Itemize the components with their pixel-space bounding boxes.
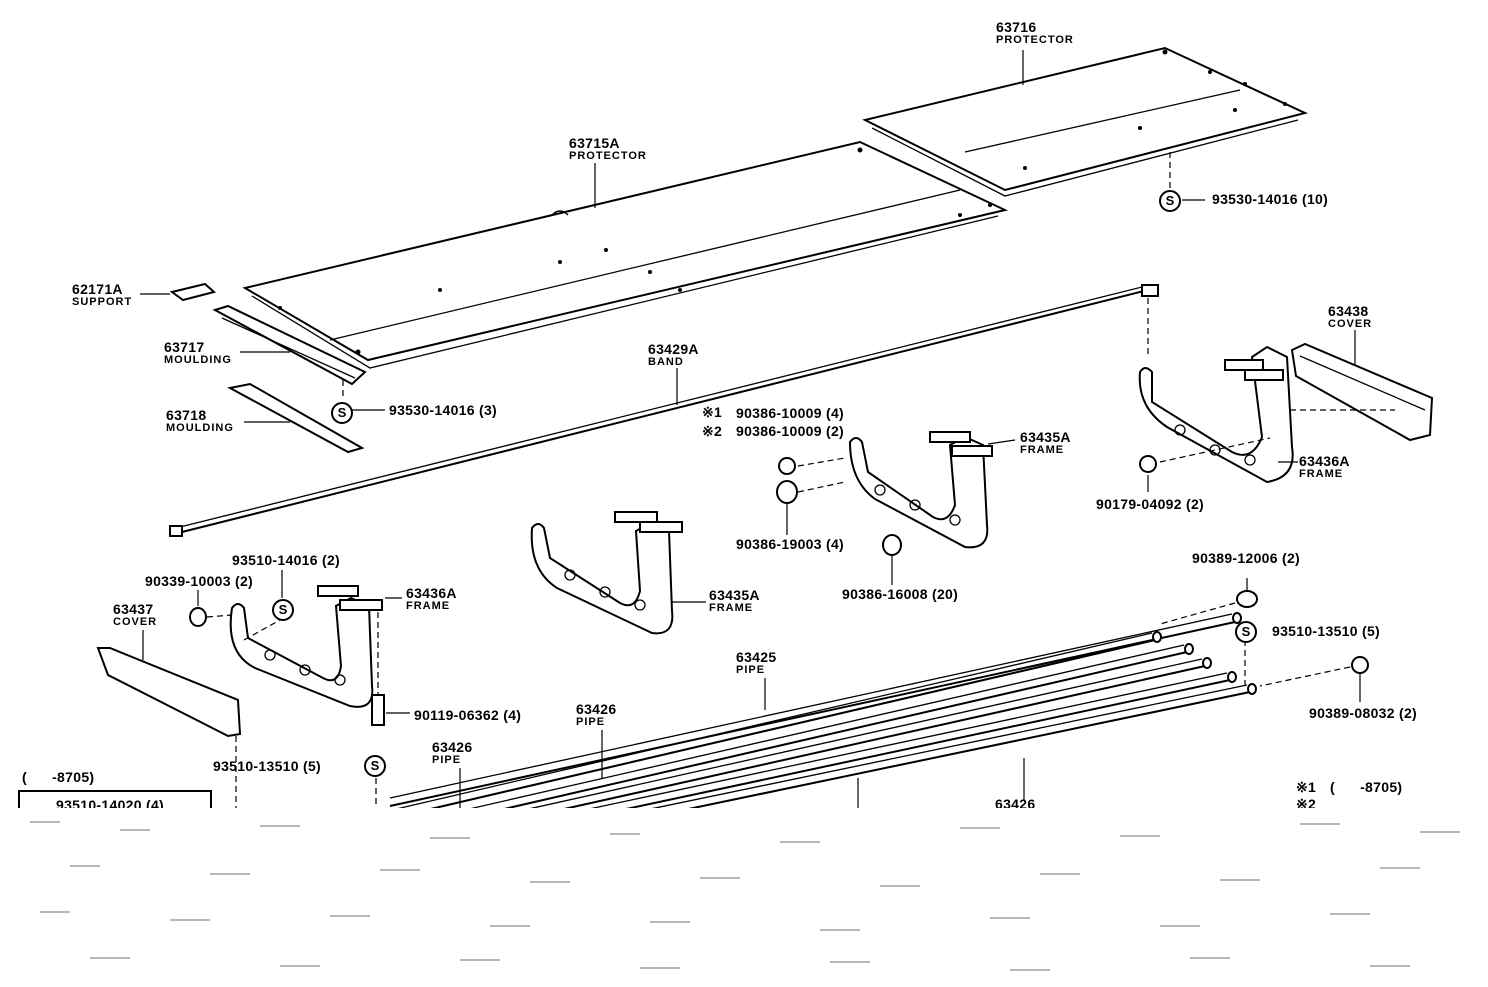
s-badge: S [272,599,294,621]
part-name: COVER [113,616,158,628]
footnote-range-1: ( -8705) [1330,779,1403,795]
fastener-90389-08032: 90389-08032 (2) [1309,705,1418,721]
part-name: PROTECTOR [569,150,647,162]
nut-90179-04092 [1139,455,1157,473]
part-code: 63429A [648,341,699,357]
protector-63716 [862,46,1308,197]
label-62171a: 62171A SUPPORT [72,282,132,308]
pipe-end-fittings [1159,578,1369,702]
fastener-90119-06362: 90119-06362 (4) [414,707,522,723]
frame-63436a-left [229,585,402,708]
part-code: 63435A [1020,429,1071,445]
part-name: SUPPORT [72,296,133,308]
fastener-90386-19003: 90386-19003 (4) [736,536,845,552]
grommet-90386-16008 [882,534,902,556]
part-code: 63715A [569,135,620,151]
part-code: 62171A [72,281,123,297]
label-63438: 63438 COVER [1328,304,1372,330]
fastener-93530-14016-3: 93530-14016 (3) [389,402,498,418]
label-63426-c: 63426 [995,797,1035,808]
faded-scan-region [0,808,1488,982]
label-63435a-right: 63435A FRAME [1020,430,1071,456]
moulding-63718 [227,382,365,454]
part-code: 63436A [406,585,457,601]
part-code: 63426 [576,701,617,717]
fastener-90386-10009-4: 90386-10009 (4) [736,405,845,421]
label-63436a-left: 63436A FRAME [406,586,457,612]
part-name: PIPE [736,664,766,676]
fastener-93530-14016-10: 93530-14016 (10) [1212,191,1329,207]
cover-63437 [96,630,242,808]
support-62171a [140,282,217,302]
part-name: FRAME [406,600,451,612]
label-63426-b: 63426 PIPE [432,740,472,766]
label-63436a-right: 63436A FRAME [1299,454,1350,480]
part-name: PIPE [432,754,462,766]
cover-63438 [1280,330,1434,442]
frame-63435a-right [848,431,1016,549]
part-code: 63716 [996,19,1037,35]
fastener-90386-10009-2: 90386-10009 (2) [736,423,845,439]
frame-63435a-middle [530,511,706,635]
fastener-93510-14016: 93510-14016 (2) [232,552,341,568]
note-mark-1: ※1 [702,404,723,420]
fastener-90389-12006: 90389-12006 (2) [1192,550,1301,566]
part-code: 63435A [709,587,760,603]
label-63717: 63717 MOULDING [164,340,232,366]
s-badge: S [1235,621,1257,643]
fastener-90386-16008: 90386-16008 (20) [842,586,959,602]
part-name: MOULDING [166,422,234,434]
label-63429a: 63429A BAND [648,342,699,368]
label-63718: 63718 MOULDING [166,408,234,434]
protector-63715a [242,140,1009,369]
s-badge: S [331,402,353,424]
part-name: FRAME [1299,468,1344,480]
label-63425: 63425 PIPE [736,650,776,676]
label-63715a: 63715A PROTECTOR [569,136,647,162]
footnote-range-left: ( -8705) [22,769,95,785]
clip-90339-10003 [189,607,207,627]
moulding-63717 [212,304,385,411]
part-name: FRAME [1020,444,1065,456]
part-code: 63436A [1299,453,1350,469]
part-code: 63717 [164,339,205,355]
frame-63436a-right [1138,345,1298,484]
part-code: 63426 [995,797,1036,808]
part-code: 63438 [1328,303,1369,319]
fastener-90339-10003: 90339-10003 (2) [145,573,254,589]
part-code: 63426 [432,739,473,755]
footnote-box-left: 93510-14020 (4) [18,790,212,810]
band-63429a [169,284,1159,537]
label-63437: 63437 COVER [113,602,157,628]
label-63716: 63716 PROTECTOR [996,20,1074,46]
bolt-90119-06362 [371,694,385,726]
label-63435a-middle: 63435A FRAME [709,588,760,614]
fastener-93510-13510-left: 93510-13510 (5) [213,758,322,774]
part-code: 63718 [166,407,207,423]
grommet-90386-10009 [778,457,796,475]
s-badge: S [364,755,386,777]
label-63426-a: 63426 PIPE [576,702,616,728]
part-name: FRAME [709,602,754,614]
footnote-box-text: 93510-14020 (4) [56,798,165,810]
part-name: PROTECTOR [996,34,1074,46]
part-code: 63437 [113,601,154,617]
note-mark-2: ※2 [702,423,723,439]
part-code: 63425 [736,649,777,665]
footnote-mark-1: ※1 [1296,779,1317,795]
grommet-90386-19003 [776,480,798,504]
part-name: MOULDING [164,354,232,366]
s-badge: S [1159,190,1181,212]
fastener-93510-13510-right: 93510-13510 (5) [1272,623,1381,639]
part-name: PIPE [576,716,606,728]
part-name: BAND [648,356,684,368]
footnote-mark-2: ※2 [1296,797,1317,808]
part-name: COVER [1328,318,1373,330]
fastener-90179-04092: 90179-04092 (2) [1096,496,1205,512]
